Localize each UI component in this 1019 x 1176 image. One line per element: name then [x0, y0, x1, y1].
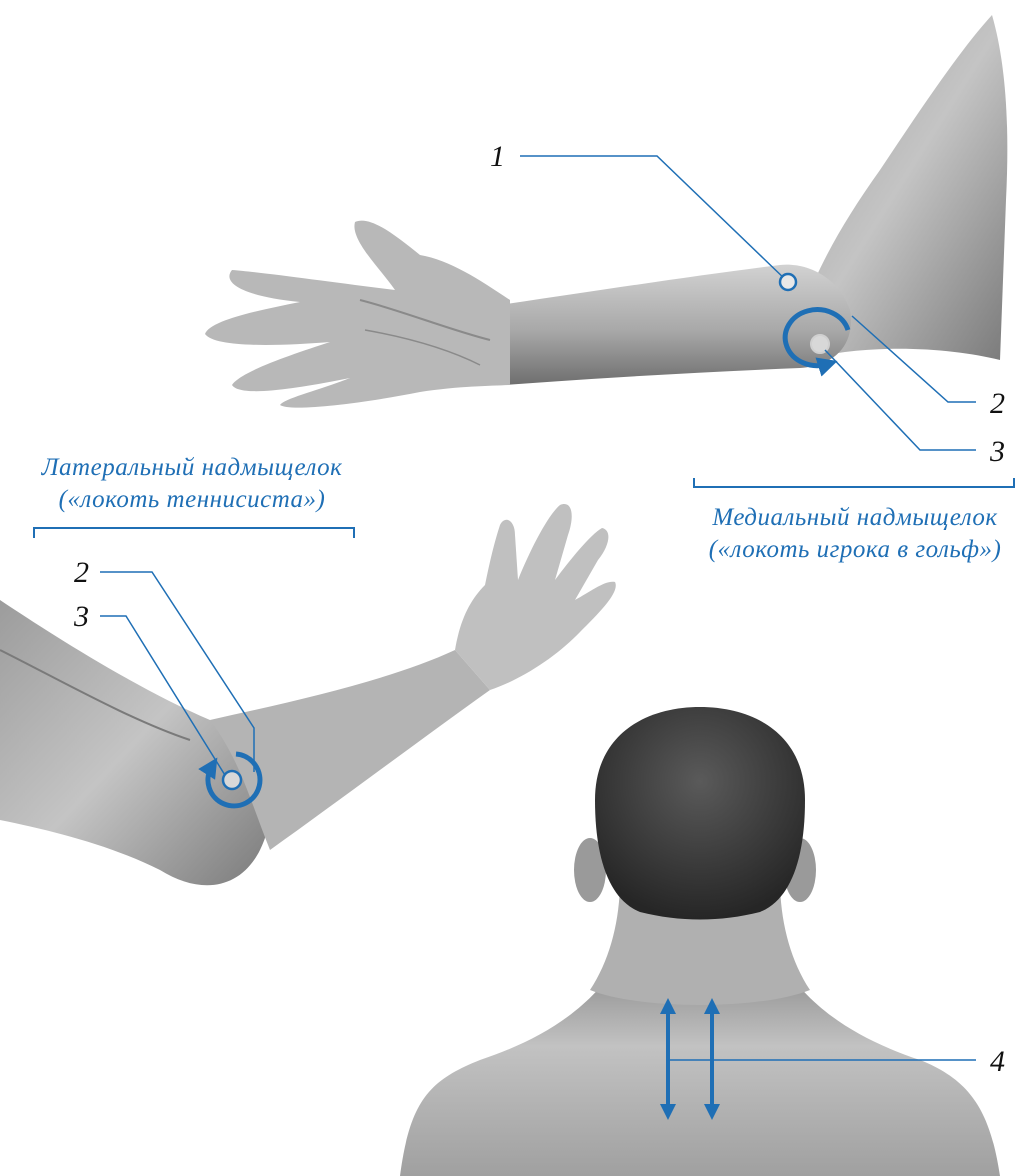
point-marker-1	[780, 274, 796, 290]
medial-caption-line1: Медиальный надмыщелок	[711, 504, 997, 531]
medial-bracket	[694, 478, 1014, 487]
callout-number-4: 4	[990, 1045, 1005, 1078]
callout-number-1: 1	[490, 140, 505, 173]
top-arm	[205, 15, 1007, 408]
callout-number-3-top: 3	[989, 435, 1005, 468]
medial-caption-line2: («локоть игрока в гольф»)	[709, 536, 1002, 563]
point-marker-bottom	[223, 771, 241, 789]
bottom-hand	[455, 504, 616, 690]
head	[595, 707, 805, 920]
leader-line-3-top	[825, 350, 976, 450]
lateral-caption-line2: («локоть теннисиста»)	[59, 486, 326, 513]
lateral-caption: Латеральный надмыщелок («локоть теннисис…	[34, 454, 354, 538]
leader-line-1	[520, 156, 788, 282]
callout-number-2-bottom: 2	[74, 556, 89, 589]
top-forearm	[500, 265, 851, 385]
neck-back-figure	[400, 707, 1000, 1176]
medial-caption: Медиальный надмыщелок («локоть игрока в …	[694, 478, 1014, 563]
callout-number-2-top: 2	[990, 387, 1005, 420]
callout-number-3-bottom: 3	[73, 600, 89, 633]
top-hand	[205, 221, 510, 408]
bottom-arm	[0, 504, 616, 885]
lateral-caption-line1: Латеральный надмыщелок	[41, 454, 343, 481]
lateral-bracket	[34, 528, 354, 538]
